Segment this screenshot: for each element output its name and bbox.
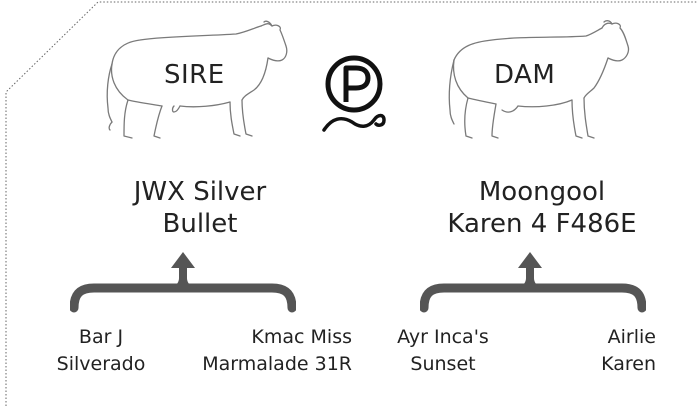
dam-name-line-2: Karen 4 F486E bbox=[447, 209, 637, 239]
sire-name-line-2: Bullet bbox=[162, 209, 238, 239]
dam-parent-2-line-2: Karen bbox=[601, 353, 656, 375]
dam-cow-outline bbox=[440, 20, 640, 150]
bull-icon bbox=[106, 20, 288, 139]
dam-parent-2: Airlie Karen bbox=[560, 324, 656, 378]
sire-parent-1-line-2: Silverado bbox=[56, 353, 146, 375]
sire-brace-arrow bbox=[70, 252, 296, 313]
dam-name: Moongool Karen 4 F486E bbox=[424, 176, 660, 240]
dam-label: DAM bbox=[494, 60, 556, 90]
sire-name-line-1: JWX Silver bbox=[133, 177, 267, 207]
dam-parent-2-line-1: Airlie bbox=[607, 326, 656, 348]
cow-icon bbox=[448, 20, 630, 139]
dam-brace-arrow bbox=[420, 252, 646, 313]
sire-label: SIRE bbox=[164, 60, 225, 90]
dam-name-line-1: Moongool bbox=[478, 177, 606, 207]
dam-parent-1-line-1: Ayr Inca's bbox=[397, 326, 489, 348]
sire-parent-1-line-1: Bar J bbox=[78, 326, 124, 348]
sire-parent-1: Bar J Silverado bbox=[42, 324, 160, 378]
sire-arrow-head bbox=[171, 252, 195, 268]
dam-parent-1-line-2: Sunset bbox=[410, 353, 476, 375]
sire-parent-2-line-1: Kmac Miss bbox=[251, 326, 352, 348]
sire-name: JWX Silver Bullet bbox=[100, 176, 300, 240]
p-brand-rope-icon bbox=[322, 55, 386, 132]
brand-logo bbox=[318, 54, 390, 140]
sire-parent-2-line-2: Marmalade 31R bbox=[202, 353, 352, 375]
sire-parent-2: Kmac Miss Marmalade 31R bbox=[196, 324, 352, 378]
sire-bull-outline bbox=[96, 20, 296, 150]
dam-parent-1: Ayr Inca's Sunset bbox=[384, 324, 502, 378]
dam-arrow-head bbox=[518, 252, 542, 268]
